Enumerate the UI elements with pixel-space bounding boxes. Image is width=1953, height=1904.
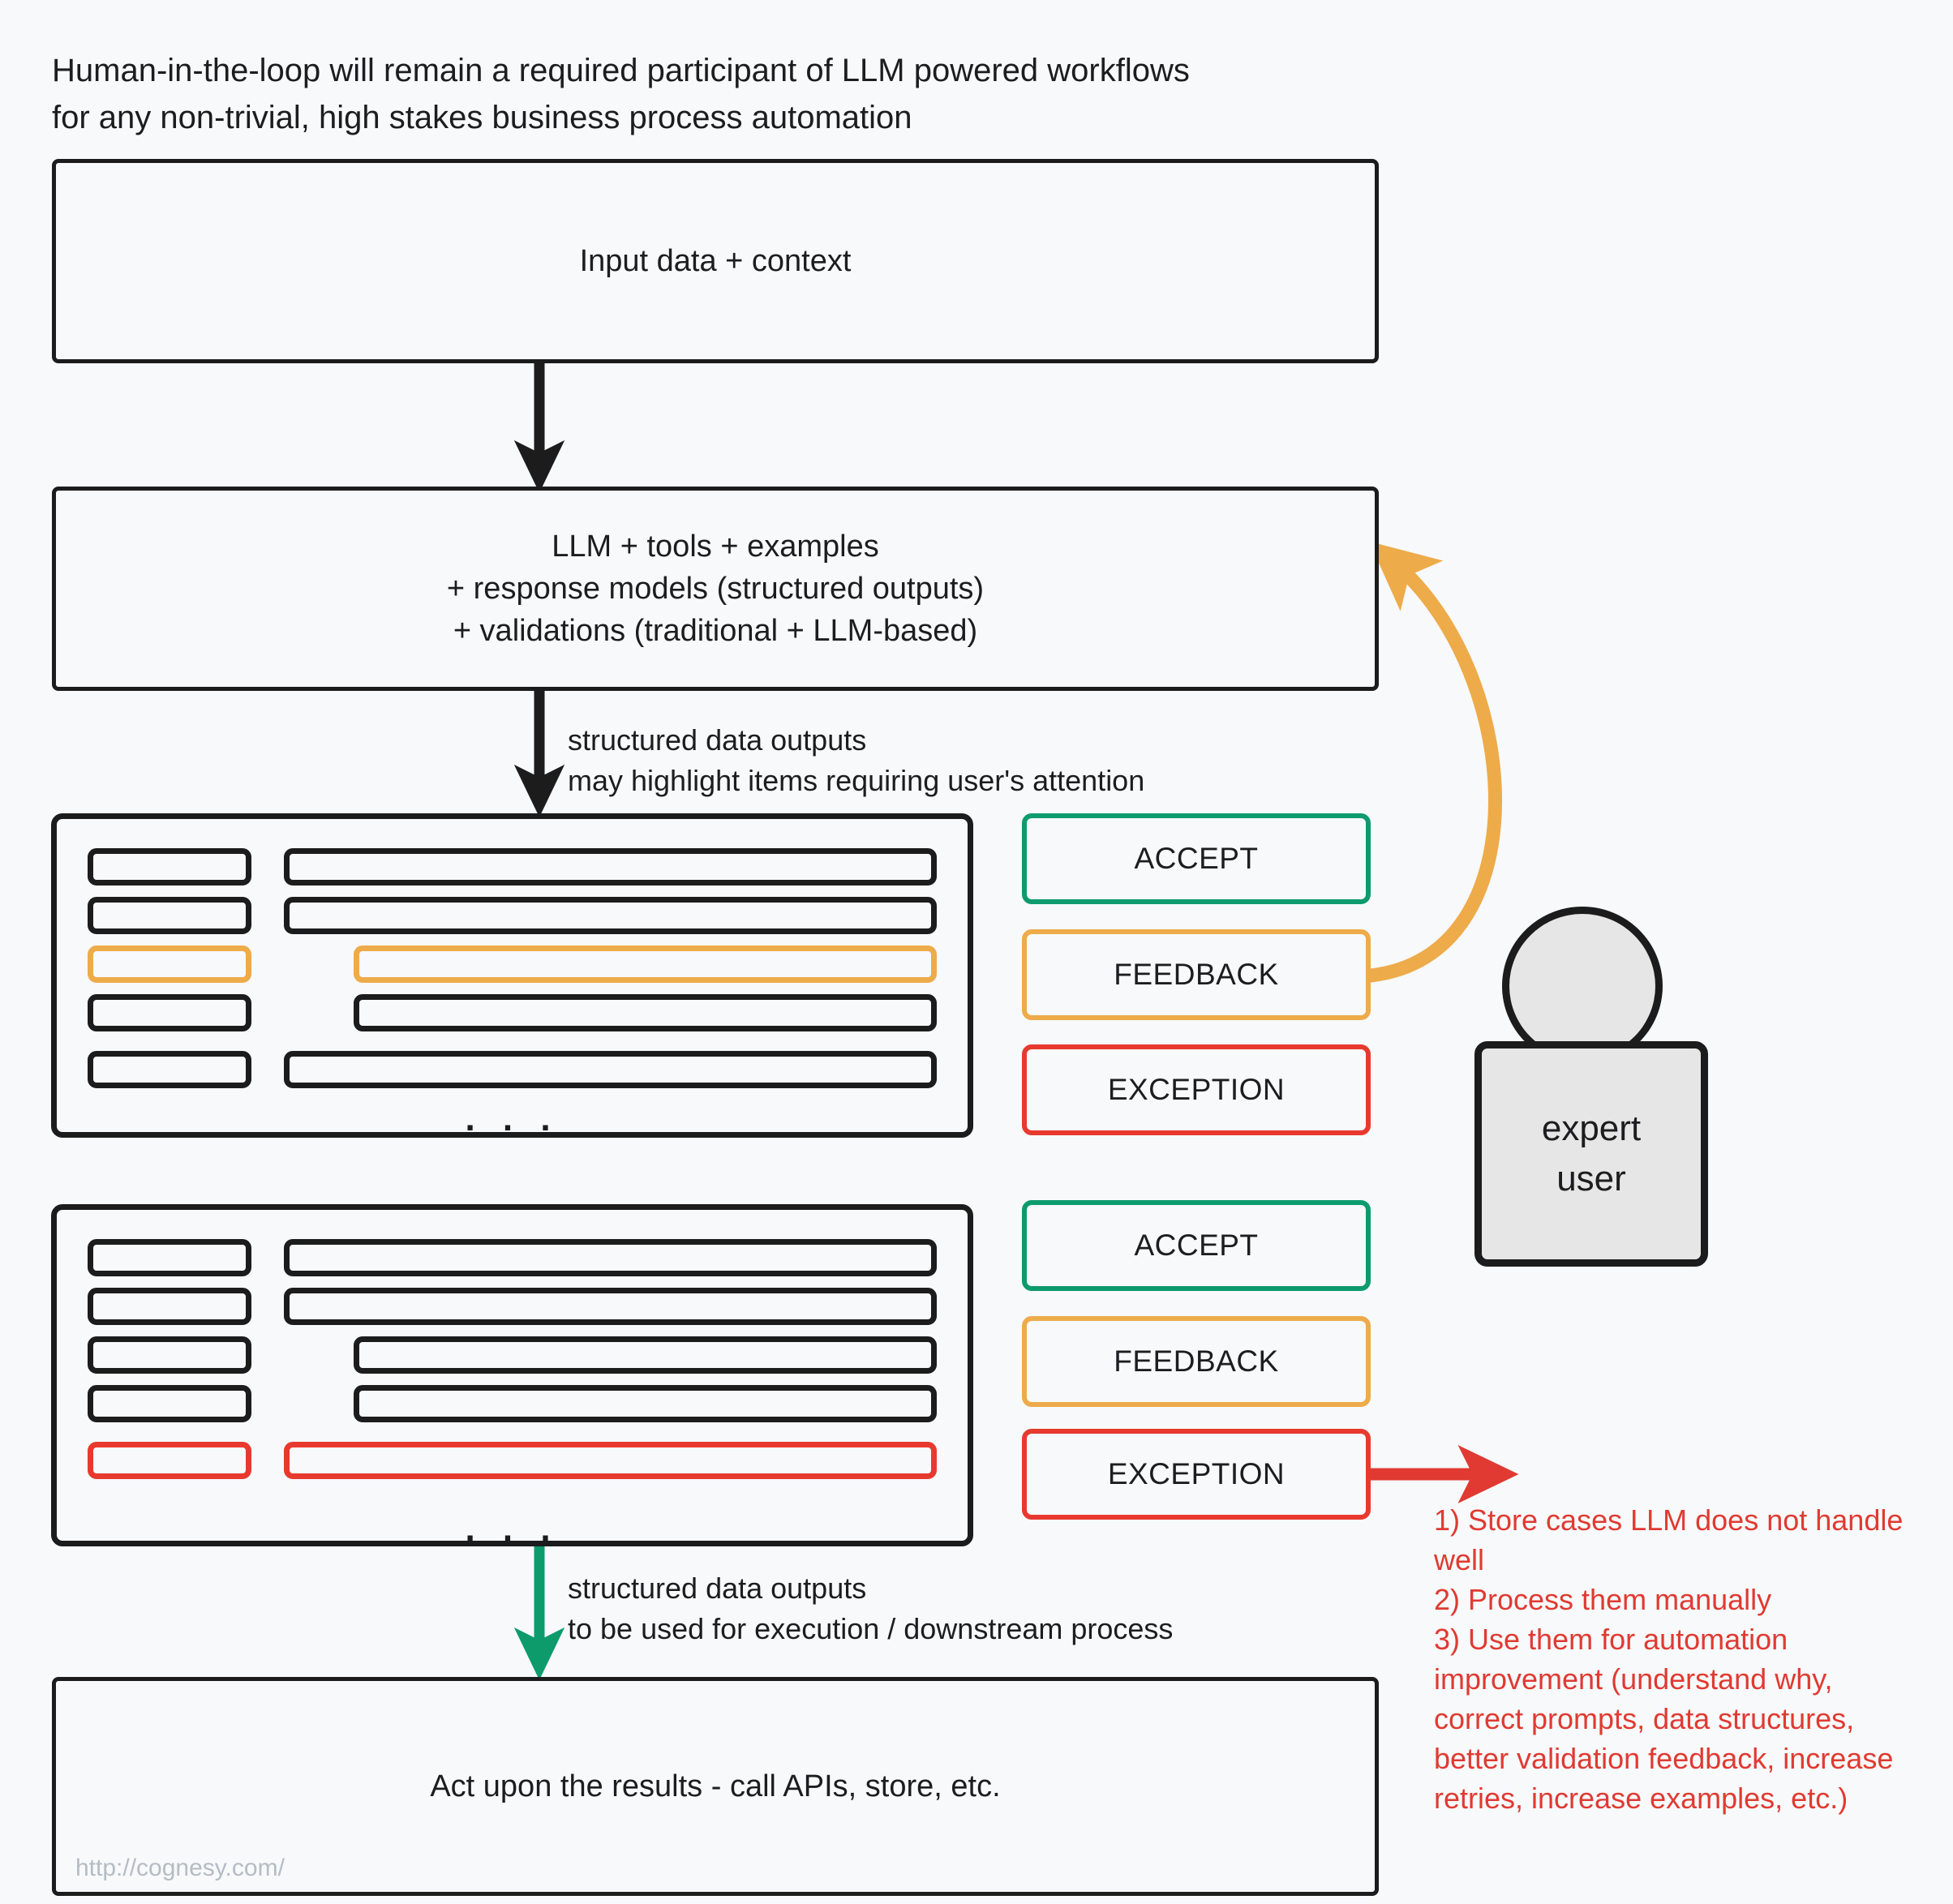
row-label-cell xyxy=(88,897,251,934)
panel-row xyxy=(57,1051,968,1088)
row-label-cell xyxy=(88,848,251,886)
action-button-accept[interactable]: ACCEPT xyxy=(1022,1200,1371,1291)
more-rows-ellipsis: . . . xyxy=(465,1509,560,1549)
panel-row xyxy=(57,994,968,1031)
action-button-feedback[interactable]: FEEDBACK xyxy=(1022,929,1371,1020)
panel-row xyxy=(57,946,968,983)
panel-row xyxy=(57,1336,968,1374)
expert-user-figure: expert user xyxy=(1474,907,1718,1280)
edge-label-panel-to-act: structured data outputs to be used for e… xyxy=(568,1572,1174,1645)
output-panel-1: . . . xyxy=(51,813,973,1138)
exception-handling-notes: 1) Store cases LLM does not handle well … xyxy=(1434,1503,1904,1815)
panel-row xyxy=(57,1239,968,1276)
row-label-cell xyxy=(88,1239,251,1276)
action-button-accept[interactable]: ACCEPT xyxy=(1022,813,1371,904)
row-label-cell xyxy=(88,1051,251,1088)
stage-act-label: Act upon the results - call APIs, store,… xyxy=(430,1769,1001,1803)
row-label-cell xyxy=(88,1336,251,1374)
stage-act-upon-results: Act upon the results - call APIs, store,… xyxy=(52,1677,1379,1896)
edge-label-llm-to-panel: structured data outputs may highlight it… xyxy=(568,723,1145,797)
panel-row xyxy=(57,848,968,886)
row-label-cell xyxy=(88,1442,251,1479)
row-value-cell xyxy=(284,848,937,886)
row-label-cell xyxy=(88,946,251,983)
row-value-cell xyxy=(284,1442,937,1479)
stage-input-data: Input data + context xyxy=(52,159,1379,363)
stage-llm-label: LLM + tools + examples + response models… xyxy=(446,530,985,648)
row-value-cell xyxy=(284,1288,937,1325)
row-label-cell xyxy=(88,1288,251,1325)
row-value-cell xyxy=(284,1239,937,1276)
panel-row xyxy=(57,1385,968,1422)
row-value-cell xyxy=(284,1051,937,1088)
action-button-feedback[interactable]: FEEDBACK xyxy=(1022,1316,1371,1407)
row-value-cell xyxy=(354,1336,937,1374)
output-panel-2: . . . xyxy=(51,1204,973,1549)
stage-input-label: Input data + context xyxy=(579,244,852,278)
row-value-cell xyxy=(354,946,937,983)
panel-row xyxy=(57,897,968,934)
row-label-cell xyxy=(88,994,251,1031)
row-value-cell xyxy=(284,897,937,934)
row-label-cell xyxy=(88,1385,251,1422)
panel-row xyxy=(57,1442,968,1479)
action-button-exception[interactable]: EXCEPTION xyxy=(1022,1044,1371,1135)
more-rows-ellipsis: . . . xyxy=(465,1099,560,1139)
action-button-exception[interactable]: EXCEPTION xyxy=(1022,1429,1371,1520)
panel-row xyxy=(57,1288,968,1325)
source-watermark: http://cognesy.com/ xyxy=(75,1855,285,1881)
stage-llm: LLM + tools + examples + response models… xyxy=(52,487,1379,691)
row-value-cell xyxy=(354,994,937,1031)
row-value-cell xyxy=(354,1385,937,1422)
page-title: Human-in-the-loop will remain a required… xyxy=(52,53,1190,135)
expert-user-label: expert user xyxy=(1474,1041,1708,1267)
user-head-icon xyxy=(1502,907,1663,1066)
